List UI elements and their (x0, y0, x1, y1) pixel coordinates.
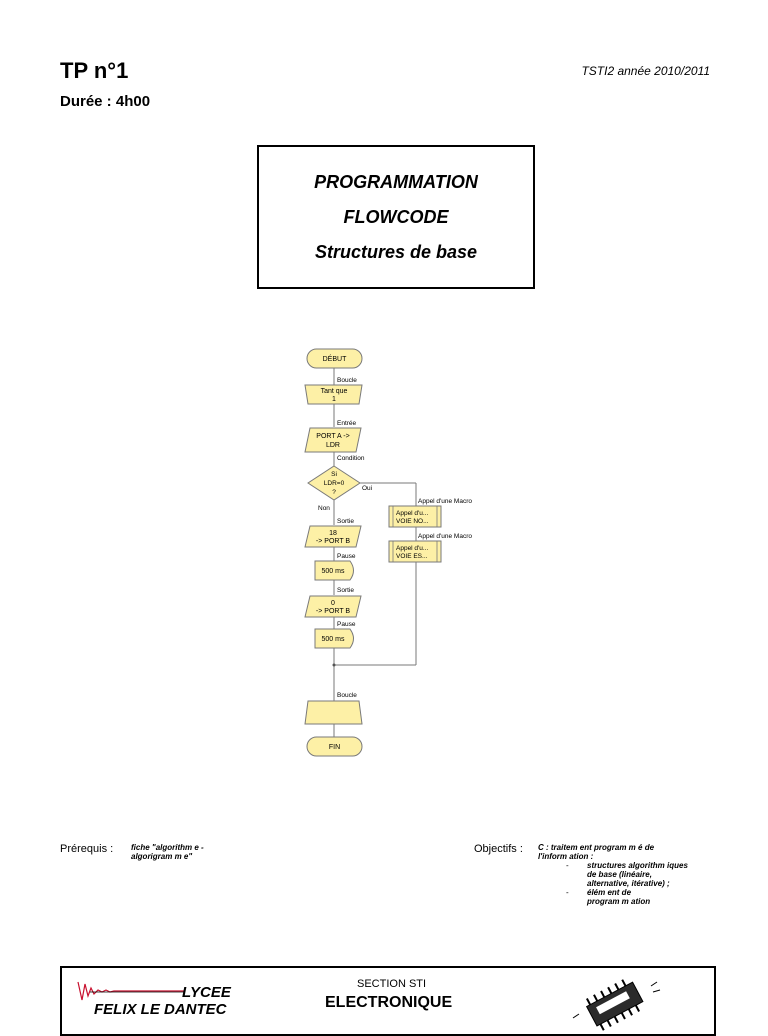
loop-end-label: Boucle (337, 692, 357, 699)
loop-condition-text-1: Tant que (321, 388, 348, 395)
duration: Durée : 4h00 (60, 93, 151, 110)
prerequisites-text: fiche "algorithm e - algorigram m e" (131, 843, 204, 861)
loop-end-shape (304, 700, 363, 725)
loop-label: Boucle (337, 377, 357, 384)
input-text-1: PORT A -> (316, 433, 349, 440)
pause-2-label: Pause (337, 621, 356, 628)
objectives-item-2-line-2: program m ation (587, 897, 651, 906)
objectives-item-1-line-1: structures algorithm iques (587, 861, 688, 870)
title-line-structures: Structures de base (314, 241, 478, 262)
merge-point (332, 663, 336, 667)
decision-text-3: ? (332, 489, 336, 496)
bullet-dash: - (566, 861, 569, 870)
pause-1-label: Pause (337, 553, 356, 560)
macro-1-text-2: VOIE NO... (396, 518, 429, 525)
objectives-text: C : traitem ent program m é de l'inform … (538, 843, 713, 906)
lycee-logo-icon (77, 981, 184, 1001)
lycee-name-line-1: LYCEE (182, 984, 231, 1001)
title-box: PROGRAMMATION FLOWCODE Structures de bas… (257, 145, 535, 289)
objectives-label: Objectifs : (474, 843, 523, 855)
prerequisites-line-2: algorigram m e" (131, 852, 193, 861)
footer: LYCEE FELIX LE DANTEC SECTION STI ELECTR… (60, 966, 716, 1036)
input-text-2: LDR (326, 442, 340, 449)
department-name: ELECTRONIQUE (325, 994, 453, 1011)
loop-start-shape (304, 384, 363, 405)
loop-condition-text-2: 1 (332, 396, 336, 403)
pause-1-text: 500 ms (322, 568, 345, 575)
output-shape-2 (304, 595, 362, 618)
no-label: Non (318, 505, 330, 512)
output-1-label: Sortie (337, 518, 354, 525)
objectives-item-1: - structures algorithm iques de base (li… (538, 861, 713, 888)
title-line-programmation: PROGRAMMATION (314, 171, 478, 192)
pause-shape-2 (314, 628, 354, 649)
objectives-item-1-line-3: alternative, itérative) ; (587, 879, 670, 888)
end-terminal (306, 736, 363, 757)
macro-1-text-1: Appel d'u... (396, 510, 429, 517)
start-text: DÉBUT (323, 354, 347, 363)
tp-title: TP n°1 (60, 58, 129, 83)
macro-2-text-2: VOIE ES... (396, 553, 428, 560)
pause-shape-1 (314, 560, 354, 581)
school-year: TSTI2 année 2010/2011 (581, 64, 710, 78)
macro-2-text-1: Appel d'u... (396, 545, 429, 552)
yes-label: Oui (362, 485, 372, 492)
objectives-item-2: - élém ent de program m ation (538, 888, 713, 906)
prerequisites-label: Prérequis : (60, 843, 114, 855)
microchip-icon (572, 979, 661, 1031)
condition-label: Condition (337, 455, 365, 462)
input-shape (304, 427, 362, 453)
section-name: SECTION STI (357, 978, 427, 990)
objectives-item-1-line-2: de base (linéaire, (587, 870, 652, 879)
end-text: FIN (329, 744, 340, 751)
start-terminal (306, 348, 363, 369)
bullet-dash: - (566, 888, 569, 897)
input-label: Entrée (337, 420, 357, 427)
objectives-intro-2: l'inform ation : (538, 852, 594, 861)
pause-2-text: 500 ms (322, 636, 345, 643)
output-1-text-2: -> PORT B (316, 538, 351, 545)
title-line-flowcode: FLOWCODE (343, 206, 449, 227)
macro-2-label: Appel d'une Macro (418, 533, 472, 540)
objectives-item-2-line-1: élém ent de (587, 888, 632, 897)
decision-text-1: Si (331, 471, 337, 478)
output-2-text-2: -> PORT B (316, 608, 351, 615)
decision-text-2: LDR=0 (324, 480, 345, 487)
objectives-intro-1: C : traitem ent program m é de (538, 843, 655, 852)
output-1-text-1: 18 (329, 530, 337, 537)
lycee-name-line-2: FELIX LE DANTEC (94, 1001, 227, 1018)
output-2-label: Sortie (337, 587, 354, 594)
decision-diamond (307, 465, 361, 501)
macro-1-label: Appel d'une Macro (418, 498, 472, 505)
output-shape-1 (304, 525, 362, 548)
macro-call-2 (388, 540, 442, 563)
flowchart: DÉBUT Tant que 1 PORT A -> LDR Si LDR=0 … (304, 348, 472, 757)
macro-call-1 (388, 505, 442, 528)
output-2-text-1: 0 (331, 600, 335, 607)
prerequisites-line-1: fiche "algorithm e - (131, 843, 204, 852)
